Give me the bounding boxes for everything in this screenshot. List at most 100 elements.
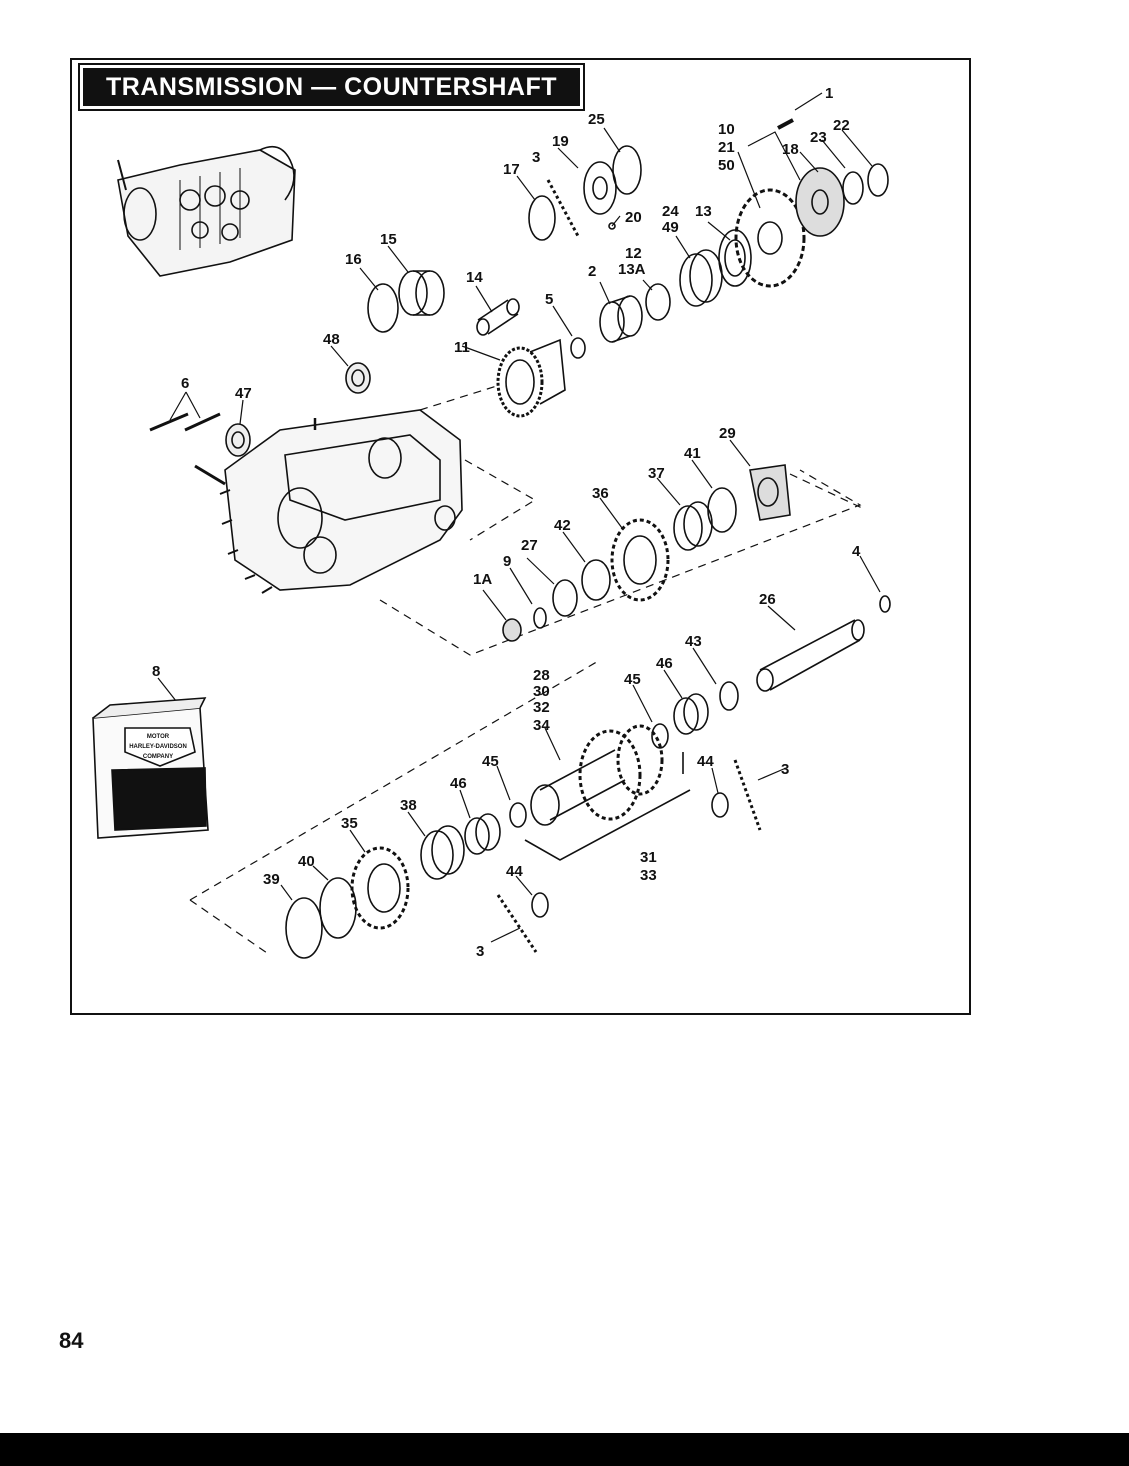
callout-26: 26 (759, 591, 776, 608)
callout-49: 49 (662, 219, 679, 236)
sprocket-10 (734, 188, 806, 288)
washer-27 (552, 579, 578, 617)
seal-12 (645, 283, 671, 321)
assembled-transmission-illustration (117, 145, 296, 277)
bushing-47 (225, 423, 251, 457)
needle-bearing-46 (673, 693, 709, 735)
callout-6: 6 (181, 375, 189, 392)
callout-13: 13 (695, 203, 712, 220)
washer-43 (719, 681, 739, 711)
callout-1a: 1A (473, 571, 492, 588)
callout-45b: 45 (482, 753, 499, 770)
title-banner: TRANSMISSION — COUNTERSHAFT (78, 63, 585, 111)
callout-41: 41 (684, 445, 701, 462)
callout-labels: 1 25 19 3 17 20 10 21 50 23 22 18 24 49 … (152, 85, 861, 960)
retaining-ring-45b (509, 802, 527, 828)
callout-38: 38 (400, 797, 417, 814)
callout-12: 12 (625, 245, 642, 262)
callout-3c: 3 (476, 943, 484, 960)
callout-39: 39 (263, 871, 280, 888)
callout-24: 24 (662, 203, 679, 220)
washer-40 (319, 877, 357, 939)
o-ring-4 (879, 595, 891, 613)
callout-14: 14 (466, 269, 483, 286)
callout-3a: 3 (532, 149, 540, 166)
callout-47: 47 (235, 385, 252, 402)
callout-46b: 46 (450, 775, 467, 792)
roller-set-3 (546, 179, 580, 237)
bottom-edge-bar (0, 1433, 1129, 1466)
callout-45a: 45 (624, 671, 641, 688)
retaining-ring-45 (651, 723, 669, 749)
bracket-31-33 (524, 752, 691, 861)
callout-46a: 46 (656, 655, 673, 672)
nut-22 (867, 163, 889, 197)
callout-25: 25 (588, 111, 605, 128)
callout-44a: 44 (697, 753, 714, 770)
callout-17: 17 (503, 161, 520, 178)
roller-set-3c (496, 894, 538, 953)
thrust-washer-42 (581, 559, 611, 601)
callout-4: 4 (852, 543, 861, 560)
logo-line-1: MOTOR (147, 734, 170, 740)
needle-bearing-2 (599, 295, 643, 343)
logo-line-2: HARLEY-DAVIDSON (129, 744, 187, 750)
spacer-24 (679, 249, 723, 307)
callout-18: 18 (782, 141, 799, 158)
callout-21: 21 (718, 139, 735, 156)
callout-20: 20 (625, 209, 642, 226)
washer-44b (531, 892, 549, 918)
callout-40: 40 (298, 853, 315, 870)
sleeve-14 (476, 298, 520, 336)
callout-15: 15 (380, 231, 397, 248)
nut-1a (502, 618, 522, 642)
lock-plate-18 (795, 167, 845, 237)
countershaft-gear-cluster-28 (530, 724, 664, 826)
thrust-washer-17 (528, 195, 556, 241)
callout-29: 29 (719, 425, 736, 442)
dowel-pins-6 (149, 412, 221, 432)
bushing-37 (673, 501, 713, 551)
needle-bearing-46b (464, 813, 501, 855)
roller-set-3b (733, 759, 762, 831)
callout-30: 30 (533, 683, 550, 700)
callout-2: 2 (588, 263, 596, 280)
callout-10: 10 (718, 121, 735, 138)
callout-3b: 3 (781, 761, 789, 778)
diagram-title: TRANSMISSION — COUNTERSHAFT (106, 73, 557, 101)
shifter-clutch-19 (583, 161, 617, 215)
cam-29 (749, 464, 791, 521)
main-drive-gear-11 (496, 338, 566, 418)
snap-ring-39 (285, 897, 323, 959)
gear-36 (610, 518, 670, 602)
logo-line-3: COMPANY (143, 754, 173, 760)
oil-seal-15 (398, 270, 445, 316)
callout-11: 11 (454, 339, 470, 356)
transmission-case (194, 409, 463, 594)
callout-44b: 44 (506, 863, 523, 880)
callout-22: 22 (833, 117, 850, 134)
callout-5: 5 (545, 291, 553, 308)
harley-davidson-decal-8 (92, 697, 209, 839)
lock-washer-9 (533, 607, 547, 629)
callout-16: 16 (345, 251, 362, 268)
diagram-frame (70, 58, 971, 1015)
decal-logo-text: MOTOR HARLEY-DAVIDSON COMPANY (129, 734, 187, 760)
callout-33: 33 (640, 867, 657, 884)
callout-27: 27 (521, 537, 538, 554)
washer-44a (711, 792, 729, 818)
callout-42: 42 (554, 517, 571, 534)
callout-32: 32 (533, 699, 550, 716)
countershaft-26 (756, 619, 865, 692)
callout-35: 35 (341, 815, 358, 832)
callout-23: 23 (810, 129, 827, 146)
bushing-38 (420, 825, 465, 880)
callout-34: 34 (533, 717, 550, 734)
washer-25 (612, 145, 642, 195)
callout-36: 36 (592, 485, 609, 502)
callout-1: 1 (825, 85, 833, 102)
pin-20 (608, 222, 616, 230)
gear-35 (350, 846, 410, 930)
callout-28: 28 (533, 667, 550, 684)
